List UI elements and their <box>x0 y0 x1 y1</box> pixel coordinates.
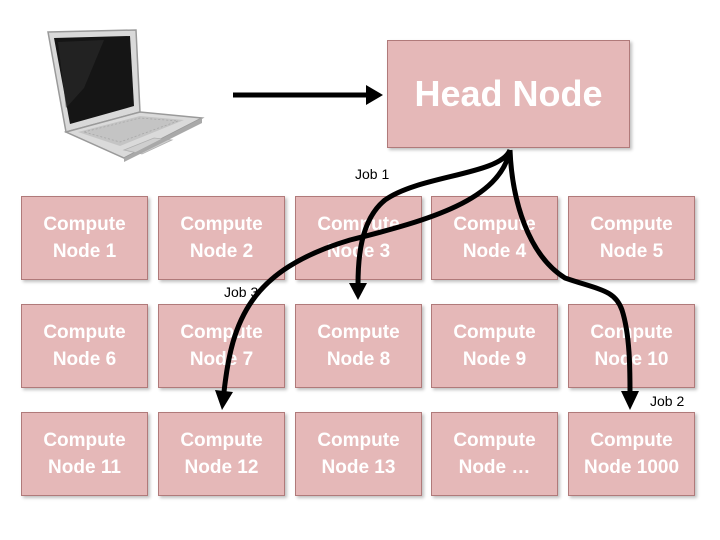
laptop-icon <box>47 29 205 162</box>
submit-arrow <box>233 85 383 105</box>
job2-label: Job 2 <box>650 393 685 409</box>
job1-label: Job 1 <box>355 166 390 182</box>
job3-label: Job 3 <box>224 284 259 300</box>
head-node: Head Node <box>387 40 630 148</box>
